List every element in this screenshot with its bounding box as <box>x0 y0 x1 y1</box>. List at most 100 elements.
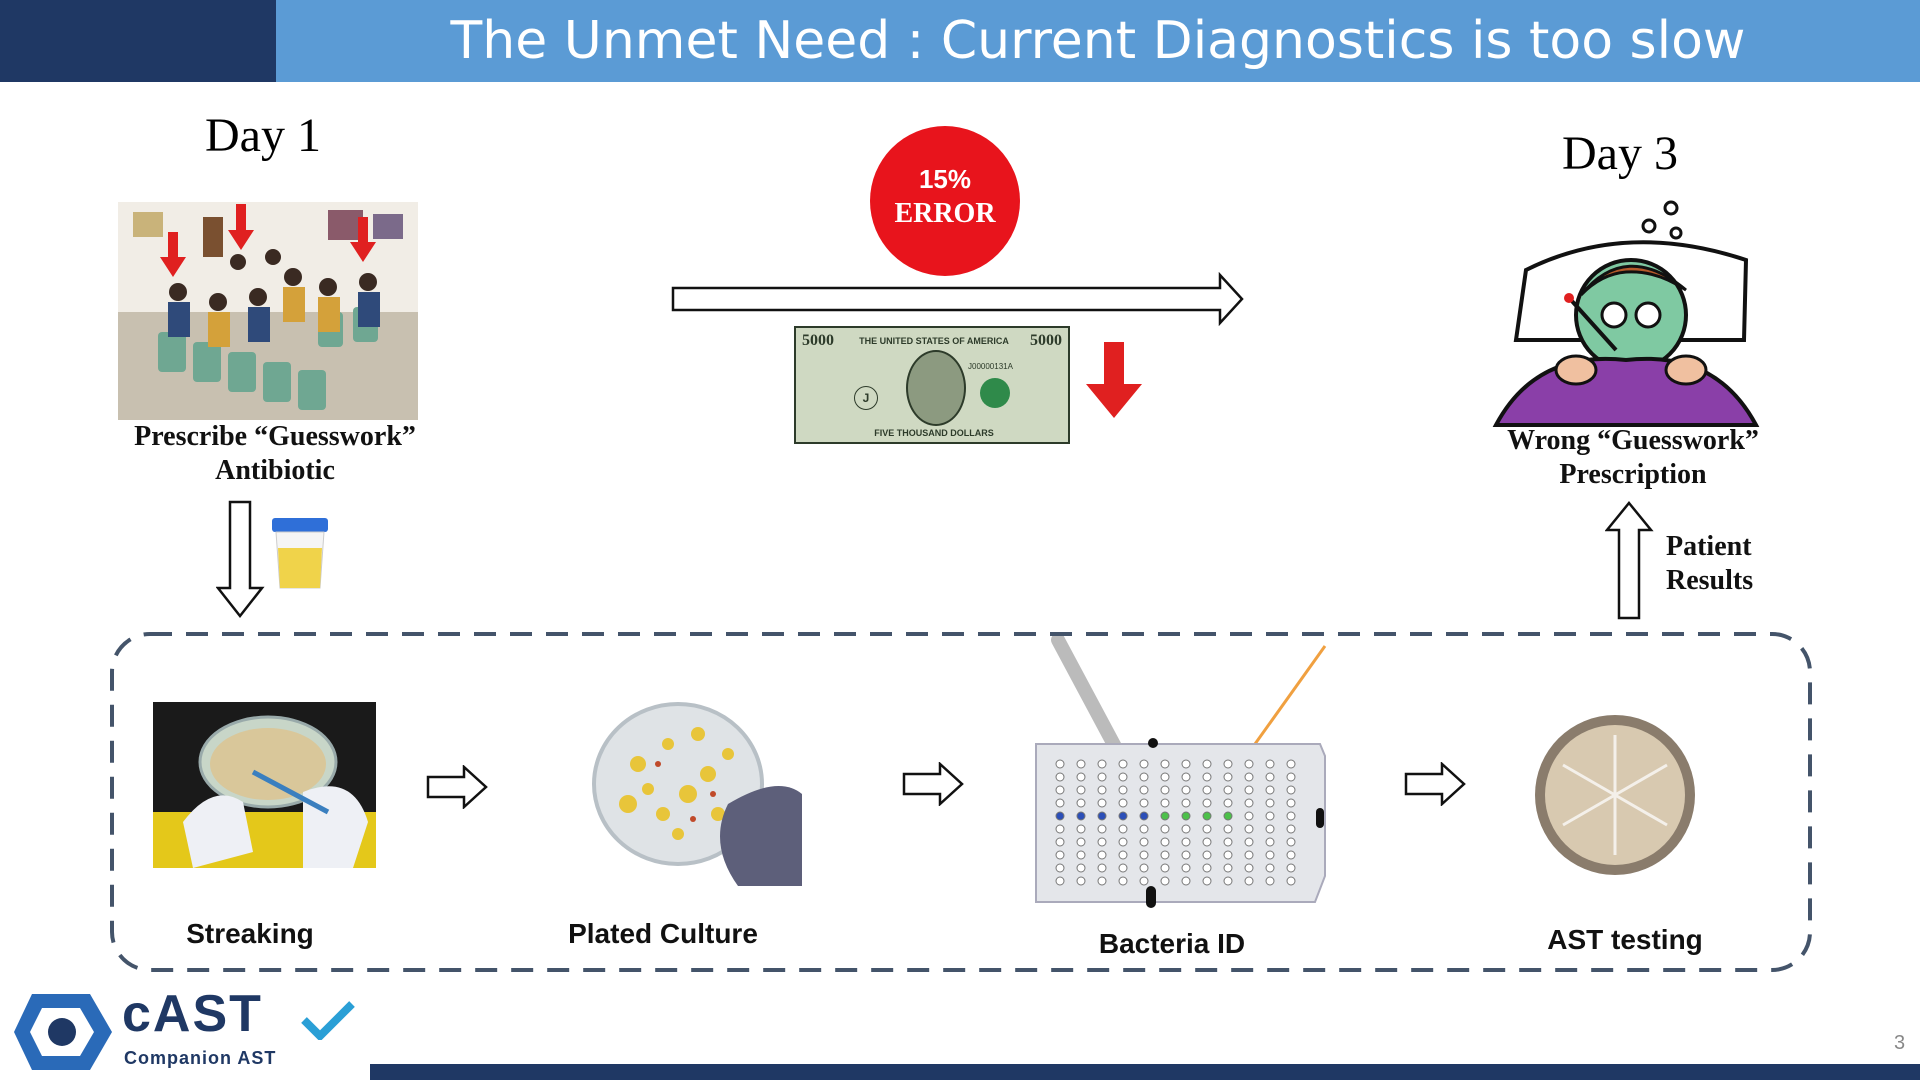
well <box>1244 863 1254 873</box>
well <box>1286 759 1296 769</box>
well <box>1055 850 1065 860</box>
down-arrow-icon <box>216 500 265 619</box>
well <box>1139 863 1149 873</box>
well <box>1055 837 1065 847</box>
slide-title: The Unmet Need : Current Diagnostics is … <box>450 11 1746 71</box>
streaking-photo <box>153 702 376 868</box>
banknote-image: 5000 5000 THE UNITED STATES OF AMERICA J… <box>794 326 1070 444</box>
well <box>1223 759 1233 769</box>
well <box>1118 798 1128 808</box>
well <box>1202 824 1212 834</box>
ast-testing-dish-image <box>1535 715 1695 875</box>
well <box>1118 850 1128 860</box>
well <box>1097 785 1107 795</box>
step-bacteria-id-label: Bacteria ID <box>1098 928 1246 959</box>
well <box>1076 863 1086 873</box>
waiting-room-photo <box>118 202 418 420</box>
well <box>1118 759 1128 769</box>
well <box>1286 876 1296 886</box>
well <box>1139 785 1149 795</box>
well <box>1244 850 1254 860</box>
day1-caption: Prescribe “Guesswork” Antibiotic <box>110 420 440 488</box>
page-number: 3 <box>1894 1032 1906 1054</box>
well-grid <box>1055 759 1296 886</box>
day3-caption-line1: Wrong “Guesswork” <box>1507 425 1759 456</box>
well <box>1139 759 1149 769</box>
step-streaking-label: Streaking <box>186 918 314 949</box>
well <box>1160 876 1170 886</box>
well <box>1055 876 1065 886</box>
well <box>1223 798 1233 808</box>
well <box>1076 824 1086 834</box>
well <box>1097 837 1107 847</box>
well <box>1223 850 1233 860</box>
well <box>1265 785 1275 795</box>
well <box>1265 772 1275 782</box>
well <box>1139 837 1149 847</box>
well <box>1265 850 1275 860</box>
well <box>1286 824 1296 834</box>
well <box>1076 876 1086 886</box>
day1-caption-line2: Antibiotic <box>215 455 335 486</box>
step-plated-culture-label: Plated Culture <box>568 918 758 949</box>
well <box>1265 811 1275 821</box>
well <box>1265 837 1275 847</box>
well <box>1223 837 1233 847</box>
well <box>1076 798 1086 808</box>
well <box>1223 876 1233 886</box>
well <box>1118 837 1128 847</box>
well <box>1244 759 1254 769</box>
well <box>1160 785 1170 795</box>
day1-caption-line1: Prescribe “Guesswork” <box>134 421 416 452</box>
well <box>1055 759 1065 769</box>
well <box>1139 811 1149 821</box>
banknote-portrait <box>906 350 966 426</box>
footer-bar <box>370 1064 1920 1080</box>
well <box>1202 785 1212 795</box>
day3-caption-line2: Prescription <box>1559 459 1707 490</box>
well <box>1181 876 1191 886</box>
well <box>1181 798 1191 808</box>
well <box>1202 759 1212 769</box>
patient-results-label: Patient Results <box>1666 530 1753 598</box>
well <box>1244 837 1254 847</box>
well <box>1244 772 1254 782</box>
well <box>1286 811 1296 821</box>
well <box>1055 811 1065 821</box>
well <box>1286 850 1296 860</box>
banknote-footer: FIVE THOUSAND DOLLARS <box>874 428 994 438</box>
logo-check-icon <box>301 1001 355 1040</box>
error-badge: 15% ERROR <box>870 126 1020 276</box>
well <box>1055 824 1065 834</box>
plated-culture-photo <box>568 694 802 886</box>
well <box>1181 824 1191 834</box>
workflow-dashed-box <box>110 632 1812 972</box>
well <box>1286 785 1296 795</box>
well <box>1139 772 1149 782</box>
day1-label: Day 1 <box>205 109 321 162</box>
title-bar <box>276 0 1920 82</box>
well <box>1160 824 1170 834</box>
well <box>1076 811 1086 821</box>
logo-mark-icon <box>14 994 112 1070</box>
banknote-value-right: 5000 <box>1030 332 1062 349</box>
banknote-letter: J <box>854 386 878 410</box>
well <box>1076 772 1086 782</box>
well <box>1265 876 1275 886</box>
well <box>1181 772 1191 782</box>
well <box>1160 863 1170 873</box>
well <box>1139 824 1149 834</box>
well <box>1118 863 1128 873</box>
well <box>1097 863 1107 873</box>
well <box>1223 811 1233 821</box>
well <box>1160 837 1170 847</box>
well <box>1097 876 1107 886</box>
company-logo: cAST Companion AST <box>0 976 370 1080</box>
well <box>1097 824 1107 834</box>
logo-name: cAST <box>122 985 263 1043</box>
well <box>1076 837 1086 847</box>
well <box>1244 811 1254 821</box>
well <box>1160 759 1170 769</box>
well <box>1202 850 1212 860</box>
sick-patient-illustration <box>1492 200 1760 427</box>
